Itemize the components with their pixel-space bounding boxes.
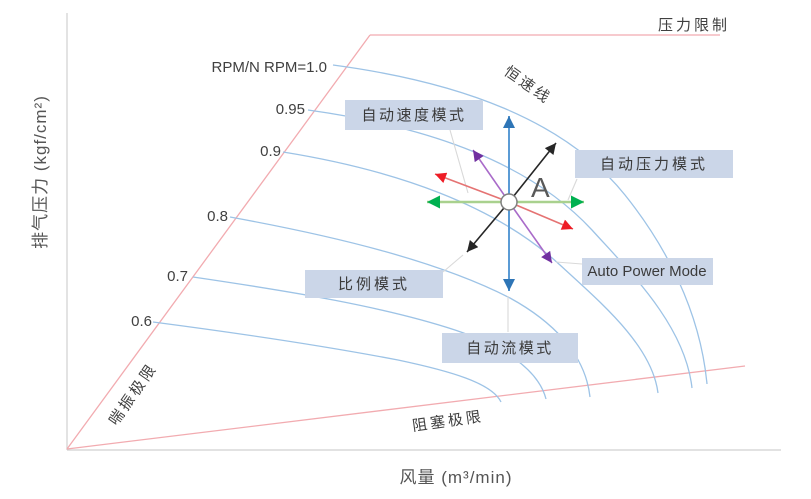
connector-auto-speed	[449, 129, 469, 194]
choke-limit-line	[66, 365, 746, 450]
x-axis-title: 风量 (m³/min)	[400, 468, 513, 487]
rpm-curve-label-0-6: 0.6	[131, 313, 152, 330]
connector-auto-pressure	[567, 178, 578, 201]
mode-box-auto-power: Auto Power Mode	[582, 258, 713, 285]
operating-point-arrows	[427, 116, 584, 291]
mode-box-proportional: 比例模式	[305, 270, 443, 298]
rpm-curve-0-8	[229, 216, 591, 398]
mode-box-auto-speed: 自动速度模式	[345, 100, 483, 130]
mode-box-proportional-bg	[305, 270, 443, 298]
surge-limit-line	[66, 34, 371, 450]
mode-box-auto-flow: 自动流模式	[442, 333, 578, 363]
operating-point	[500, 193, 518, 211]
arrow-lower-right-red	[508, 201, 574, 230]
rpm-curve-0-7	[192, 276, 547, 400]
surge-limit-label: 喘振极限	[106, 360, 161, 429]
rpm-curve-label-0-8: 0.8	[207, 208, 228, 225]
rpm-curve-1-0	[332, 64, 708, 385]
rpm-curve-0-6	[152, 321, 502, 403]
arrow-lower-left-black	[466, 201, 510, 253]
mode-label-auto-power: Auto Power Mode	[587, 263, 706, 280]
arrow-upper-right-black	[508, 142, 557, 203]
choke-limit-label: 阻塞极限	[411, 407, 485, 435]
mode-box-auto-speed-bg	[345, 100, 483, 130]
mode-label-auto-pressure: 自动压力模式	[600, 156, 708, 173]
rpm-curve-label-0-95: 0.95	[276, 101, 305, 118]
connector-auto-power	[555, 261, 583, 265]
arrow-lower-right-purple	[508, 201, 553, 264]
mode-label-proportional: 比例模式	[338, 276, 410, 293]
operating-point-label: A	[531, 172, 550, 203]
rpm-curve-label-0-7: 0.7	[167, 268, 188, 285]
y-axis-title: 排气压力 (kgf/cm²)	[31, 95, 50, 249]
mode-label-auto-speed: 自动速度模式	[361, 107, 466, 124]
rpm-curve-label-0-9: 0.9	[260, 143, 281, 160]
constant-speed-line-label: 恒速线	[501, 63, 555, 108]
mode-box-auto-power-bg	[582, 258, 713, 285]
mode-label-auto-flow: 自动流模式	[466, 340, 554, 357]
arrow-upper-left-red	[434, 172, 510, 203]
mode-box-auto-pressure: 自动压力模式	[575, 150, 733, 178]
connector-proportional	[442, 254, 464, 273]
arrow-upper-left-purple	[472, 149, 510, 203]
pressure-limit-label: 压力限制	[658, 17, 730, 34]
rpm-curve-label-1-0: RPM/N RPM=1.0	[212, 59, 327, 76]
mode-box-auto-pressure-bg	[575, 150, 733, 178]
mode-box-auto-flow-bg	[442, 333, 578, 363]
